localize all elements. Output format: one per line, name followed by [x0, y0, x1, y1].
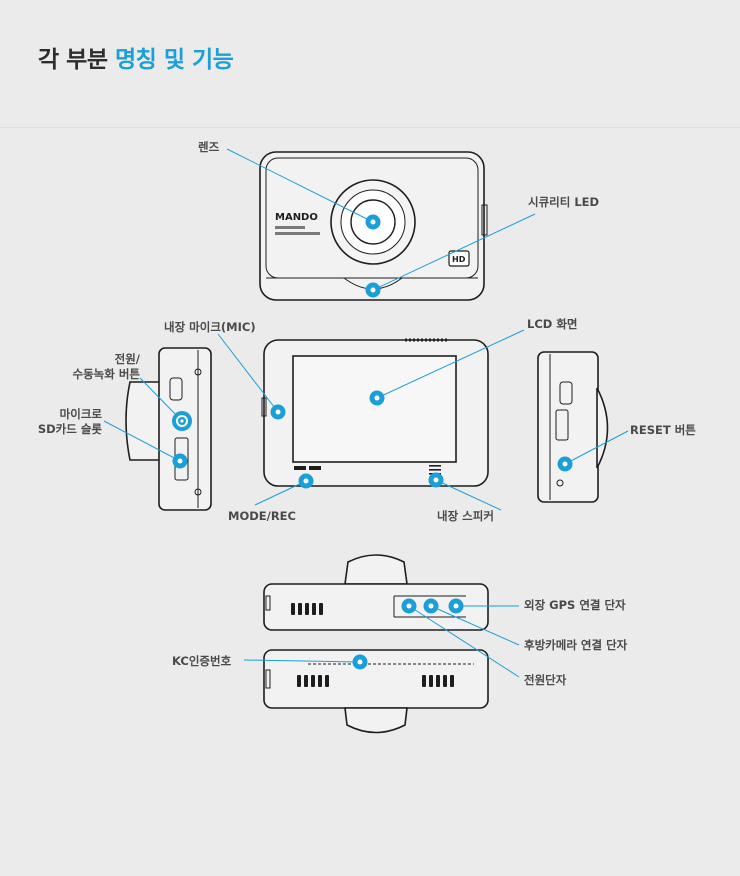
label-internal-mic: 내장 마이크(MIC)	[164, 320, 256, 335]
marker-power-terminal	[402, 599, 417, 614]
label-sd-line2: SD카드 슬롯	[10, 422, 102, 437]
hd-badge-text: HD	[452, 255, 466, 264]
top-view	[264, 555, 488, 630]
bottom-view	[264, 650, 488, 733]
label-rear-camera: 후방카메라 연결 단자	[524, 638, 627, 653]
label-kc-number: KC인증번호	[172, 654, 231, 669]
lcd-screen	[293, 356, 456, 462]
marker-security-led	[366, 283, 381, 298]
marker-speaker	[429, 473, 444, 488]
marker-lens	[366, 215, 381, 230]
marker-mode	[299, 474, 314, 489]
label-lcd-screen: LCD 화면	[527, 317, 577, 332]
label-power-line2: 수동녹화 버튼	[30, 367, 140, 382]
label-power-terminal: 전원단자	[524, 673, 566, 688]
label-security-led: 시큐리티 LED	[528, 195, 599, 210]
label-power-line1: 전원/	[40, 352, 140, 367]
marker-rear-camera	[424, 599, 439, 614]
marker-reset	[558, 457, 573, 472]
marker-kc	[353, 655, 368, 670]
brand-mark: MANDO	[275, 212, 318, 223]
label-reset-button: RESET 버튼	[630, 423, 696, 438]
label-internal-speaker: 내장 스피커	[437, 509, 494, 524]
marker-gps	[449, 599, 464, 614]
label-sd-line1: 마이크로	[20, 407, 102, 422]
label-external-gps: 외장 GPS 연결 단자	[524, 598, 626, 613]
marker-power-button	[172, 411, 192, 431]
marker-mic	[271, 405, 286, 420]
right-side-view	[538, 352, 608, 502]
label-lens: 렌즈	[198, 140, 219, 155]
marker-sd-slot	[173, 454, 188, 469]
label-mode-rec: MODE/REC	[228, 509, 296, 524]
marker-lcd	[370, 391, 385, 406]
